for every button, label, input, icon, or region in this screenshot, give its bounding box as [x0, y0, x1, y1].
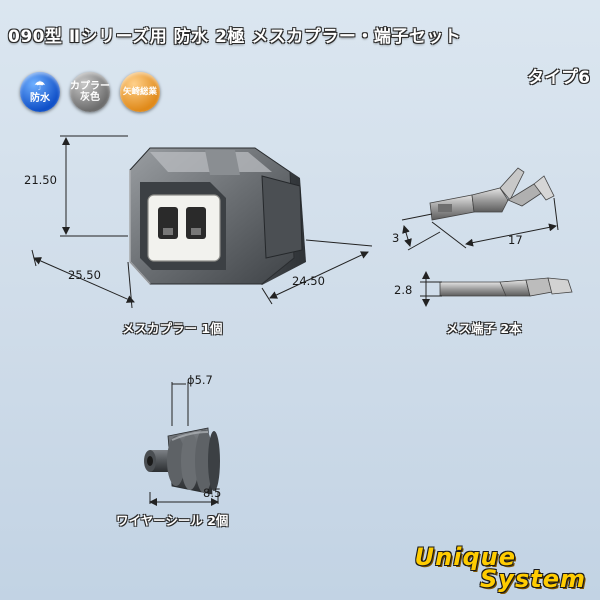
color-badge-line1: カプラー — [70, 81, 110, 92]
coupler-width-dimension: 25.50 — [68, 268, 101, 282]
coupler-drawing — [129, 147, 306, 285]
seal-dimensions — [149, 382, 219, 506]
waterproof-badge: ☂ 防水 — [20, 72, 60, 112]
color-badge-line2: 灰色 — [80, 92, 100, 103]
seal-caption: ワイヤーシール 2個 — [116, 513, 229, 528]
maker-badge-label: 矢崎総業 — [122, 86, 157, 97]
terminal-top-dimensions — [401, 197, 559, 251]
brand-logo: Unique System — [414, 543, 586, 593]
terminal-caption: メス端子 2本 — [446, 321, 522, 336]
terminal-width-dimension: 3 — [392, 231, 400, 245]
terminal-side-dimensions — [420, 271, 442, 307]
color-badge: カプラー 灰色 — [70, 72, 110, 112]
maker-badge: 矢崎総業 — [120, 72, 160, 112]
brand-logo-line1: Unique — [414, 543, 516, 571]
terminal-length-dimension: 17 — [508, 233, 523, 247]
waterproof-badge-label: 防水 — [30, 92, 50, 104]
coupler-depth-dimension: 24.50 — [292, 274, 325, 288]
brand-logo-line2: System — [480, 565, 586, 593]
terminal-top-drawing — [429, 167, 555, 221]
seal-diameter-dimension: ϕ5.7 — [187, 373, 213, 387]
page-subtitle: タイプ6 — [527, 68, 590, 88]
terminal-side-drawing — [439, 277, 573, 297]
coupler-caption: メスカプラー 1個 — [122, 321, 223, 336]
coupler-dimensions — [31, 135, 373, 309]
umbrella-icon: ☂ — [34, 78, 46, 94]
terminal-height-dimension: 2.8 — [394, 283, 413, 297]
page-title: 090型 Ⅱシリーズ用 防水 2極 メスカプラー・端子セット — [8, 27, 462, 47]
coupler-height-dimension: 21.50 — [24, 173, 57, 187]
seal-length-dimension: 8.5 — [203, 486, 222, 500]
seal-drawing — [144, 427, 220, 495]
